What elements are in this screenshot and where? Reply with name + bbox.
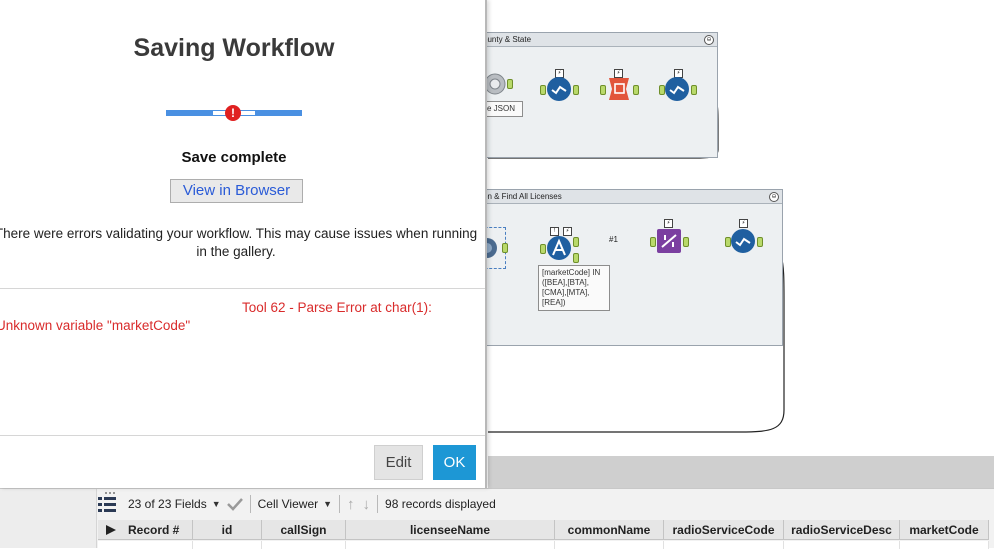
select-check-icon — [731, 229, 755, 253]
output-anchor[interactable] — [633, 85, 639, 95]
canvas-bottom-bar — [488, 456, 994, 488]
row-pointer-icon — [106, 525, 116, 535]
column-header-marketcode[interactable]: marketCode — [900, 520, 989, 540]
fields-dropdown[interactable]: 23 of 23 Fields ▼ — [124, 493, 225, 515]
error-icon: ! — [225, 105, 241, 121]
toolbar-divider — [339, 495, 341, 513]
error-badge-icon: ! — [550, 227, 559, 236]
output-anchor[interactable] — [757, 237, 763, 247]
table-cell — [193, 541, 262, 549]
table-cell — [98, 541, 193, 549]
progress-bar-right — [256, 110, 302, 116]
edit-button[interactable]: Edit — [374, 445, 423, 480]
progress-bar-left — [166, 110, 212, 116]
column-header-radioservicecode[interactable]: radioServiceCode — [664, 520, 784, 540]
column-header-licenseename[interactable]: licenseeName — [346, 520, 555, 540]
input-anchor[interactable] — [540, 244, 546, 254]
error-message-line-2: Unknown variable "marketCode" — [0, 318, 191, 333]
checkmark-icon[interactable] — [226, 497, 243, 511]
input-anchor[interactable] — [540, 85, 546, 95]
cell-viewer-dropdown[interactable]: Cell Viewer ▼ — [254, 493, 336, 515]
save-progress-indicator: ! — [166, 105, 302, 121]
json-parse-tool[interactable] — [484, 72, 506, 96]
filter-annotation: [marketCode] IN ([BEA],[BTA], [CMA],[MTA… — [538, 265, 610, 311]
parse-tool[interactable] — [606, 76, 632, 102]
results-grid-header: Record # id callSign licenseeName common… — [98, 520, 989, 540]
false-anchor[interactable] — [573, 253, 579, 263]
join-icon — [657, 229, 681, 253]
saving-workflow-dialog: Saving Workflow ! Save complete View in … — [0, 0, 487, 488]
lightning-badge-icon: ⚡ — [614, 69, 623, 78]
records-count: 98 records displayed — [385, 497, 496, 511]
dialog-divider — [0, 288, 485, 289]
view-in-browser-button[interactable]: View in Browser — [170, 179, 303, 203]
table-cell — [262, 541, 346, 549]
input-anchor[interactable] — [659, 85, 665, 95]
output-anchor[interactable] — [691, 85, 697, 95]
arrow-up-icon[interactable]: ↑ — [347, 495, 355, 513]
container-title: on & Find All Licenses — [483, 192, 562, 201]
true-anchor[interactable] — [573, 237, 579, 247]
validation-warning: There were errors validating your workfl… — [0, 226, 478, 259]
collapse-icon[interactable]: ⊖ — [704, 35, 714, 45]
select-tool[interactable] — [664, 76, 690, 102]
connection-label: #1 — [609, 235, 618, 244]
collapse-icon[interactable]: ⊖ — [769, 192, 779, 202]
cell-viewer-label: Cell Viewer — [257, 497, 319, 511]
select-check-icon — [665, 77, 689, 101]
select-tool[interactable] — [546, 76, 572, 102]
lightning-badge-icon: ⚡ — [563, 227, 572, 236]
chevron-down-icon: ▼ — [211, 499, 221, 509]
table-cell — [784, 541, 900, 549]
input-anchor[interactable] — [600, 85, 606, 95]
table-cell — [346, 541, 555, 549]
fields-label: 23 of 23 Fields — [128, 497, 207, 511]
ok-button[interactable]: OK — [433, 445, 476, 480]
container-header[interactable]: on & Find All Licenses — [479, 190, 782, 204]
output-anchor[interactable] — [507, 79, 513, 89]
input-anchor[interactable] — [650, 237, 656, 247]
column-header-record[interactable]: Record # — [98, 520, 193, 540]
dialog-title: Saving Workflow — [133, 34, 335, 62]
dialog-footer-divider — [0, 435, 485, 436]
container-title: ounty & State — [483, 35, 532, 44]
toolbar-divider — [377, 495, 379, 513]
error-message-line-1: Tool 62 - Parse Error at char(1): — [242, 300, 432, 315]
filter-icon — [547, 236, 571, 260]
column-header-commonname[interactable]: commonName — [555, 520, 664, 540]
join-tool[interactable] — [656, 228, 682, 254]
table-row[interactable] — [98, 541, 989, 549]
lightning-badge-icon: ⚡ — [664, 219, 673, 228]
drag-handle-icon[interactable] — [104, 490, 118, 496]
filter-tool[interactable] — [546, 235, 572, 261]
chevron-down-icon: ▼ — [323, 499, 333, 509]
arrow-down-icon[interactable]: ↓ — [362, 495, 371, 513]
column-header-radioservicedesc[interactable]: radioServiceDesc — [784, 520, 900, 540]
lightning-badge-icon: ⚡ — [739, 219, 748, 228]
output-anchor[interactable] — [683, 237, 689, 247]
table-cell — [900, 541, 989, 549]
tool-container-find-licenses[interactable]: on & Find All Licenses ⊖ — [478, 189, 783, 346]
results-toolbar: 23 of 23 Fields ▼ Cell Viewer ▼ ↑ ↓ 98 r… — [98, 493, 500, 515]
save-status: Save complete — [181, 149, 287, 166]
results-sidebar — [0, 489, 97, 548]
table-cell — [555, 541, 664, 549]
workflow-canvas[interactable]: ounty & State ⊖ on & Find All Licenses ⊖… — [0, 0, 994, 456]
output-anchor[interactable] — [573, 85, 579, 95]
container-header[interactable]: ounty & State — [479, 33, 717, 47]
output-anchor[interactable] — [502, 243, 508, 253]
input-anchor[interactable] — [725, 237, 731, 247]
results-panel: 23 of 23 Fields ▼ Cell Viewer ▼ ↑ ↓ 98 r… — [0, 488, 994, 549]
parse-json-annotation: e JSON — [483, 101, 523, 117]
parse-text-icon — [609, 78, 629, 100]
select-tool[interactable] — [730, 228, 756, 254]
list-icon[interactable] — [98, 496, 116, 512]
select-check-icon — [547, 77, 571, 101]
column-header-id[interactable]: id — [193, 520, 262, 540]
table-cell — [664, 541, 784, 549]
column-header-callsign[interactable]: callSign — [262, 520, 346, 540]
toolbar-divider — [249, 495, 251, 513]
gear-icon — [484, 73, 506, 95]
